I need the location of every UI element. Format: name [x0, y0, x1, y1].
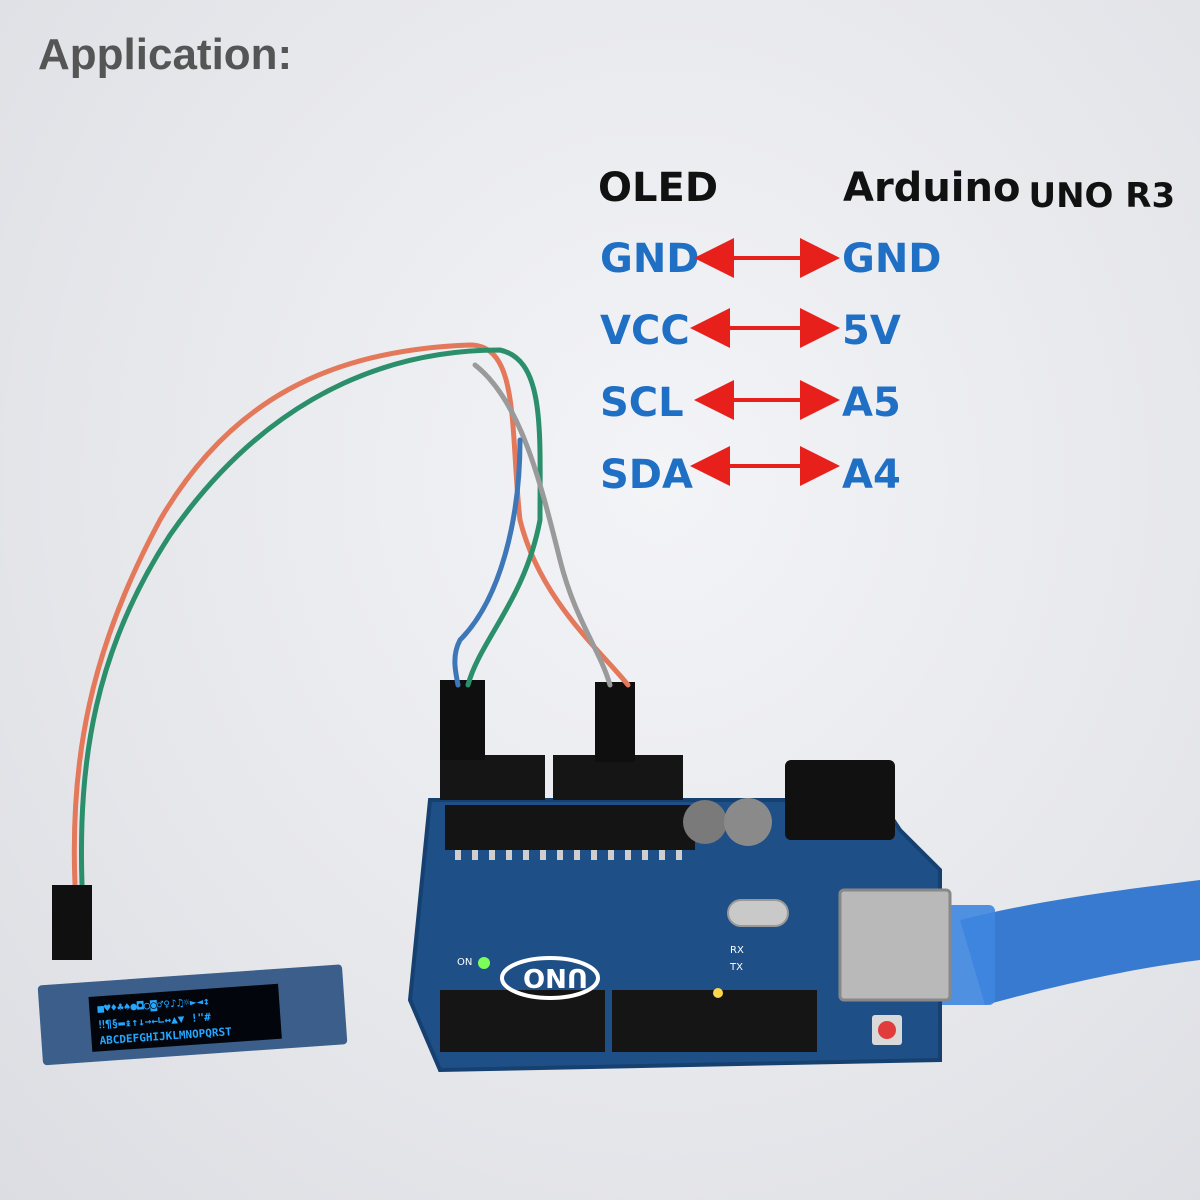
arduino-pin-gnd: GND	[842, 236, 942, 282]
crystal	[727, 899, 789, 927]
capacitor-1	[683, 800, 727, 844]
tx-label: TX	[730, 962, 743, 973]
jumper-wires	[71, 342, 631, 888]
wire-orange	[71, 342, 631, 888]
chip-pins	[455, 850, 682, 860]
arduino-header-sub: UNO R3	[1028, 176, 1176, 216]
arduino-pin-5v: 5V	[842, 308, 901, 354]
l-led	[713, 988, 723, 998]
oled-connector	[52, 885, 92, 960]
header-bottom-right	[612, 990, 817, 1052]
page-title: Application:	[38, 30, 293, 79]
dupont-connector-left	[440, 680, 485, 760]
header-left	[440, 755, 545, 800]
oled-pin-sda: SDA	[600, 452, 693, 498]
dc-jack	[785, 760, 895, 840]
header-bottom-left	[440, 990, 605, 1052]
oled-pin-scl: SCL	[600, 380, 684, 426]
uno-logo-text: UNO	[523, 962, 588, 992]
arduino-pin-a5: A5	[842, 380, 901, 426]
oled-header: OLED	[598, 165, 719, 211]
reset-button-cap	[878, 1021, 896, 1039]
usb-cable	[960, 880, 1200, 1005]
dupont-connector-right	[595, 682, 635, 762]
wire-green	[78, 347, 543, 888]
on-label: ON	[457, 957, 473, 968]
usb-socket	[838, 888, 952, 1002]
capacitor-2	[724, 798, 772, 846]
atmega-chip	[445, 805, 695, 850]
header-right	[553, 755, 683, 800]
wire-gray	[472, 362, 613, 688]
rx-label: RX	[730, 945, 744, 956]
wire-blue	[452, 437, 523, 688]
oled-screen	[88, 983, 282, 1052]
uno-logo	[500, 956, 600, 1000]
arduino-header-main: Arduino	[843, 165, 1021, 211]
arduino-pin-a4: A4	[842, 452, 901, 498]
power-led	[478, 957, 490, 969]
oled-pin-gnd: GND	[600, 236, 700, 282]
oled-pin-vcc: VCC	[600, 308, 690, 354]
